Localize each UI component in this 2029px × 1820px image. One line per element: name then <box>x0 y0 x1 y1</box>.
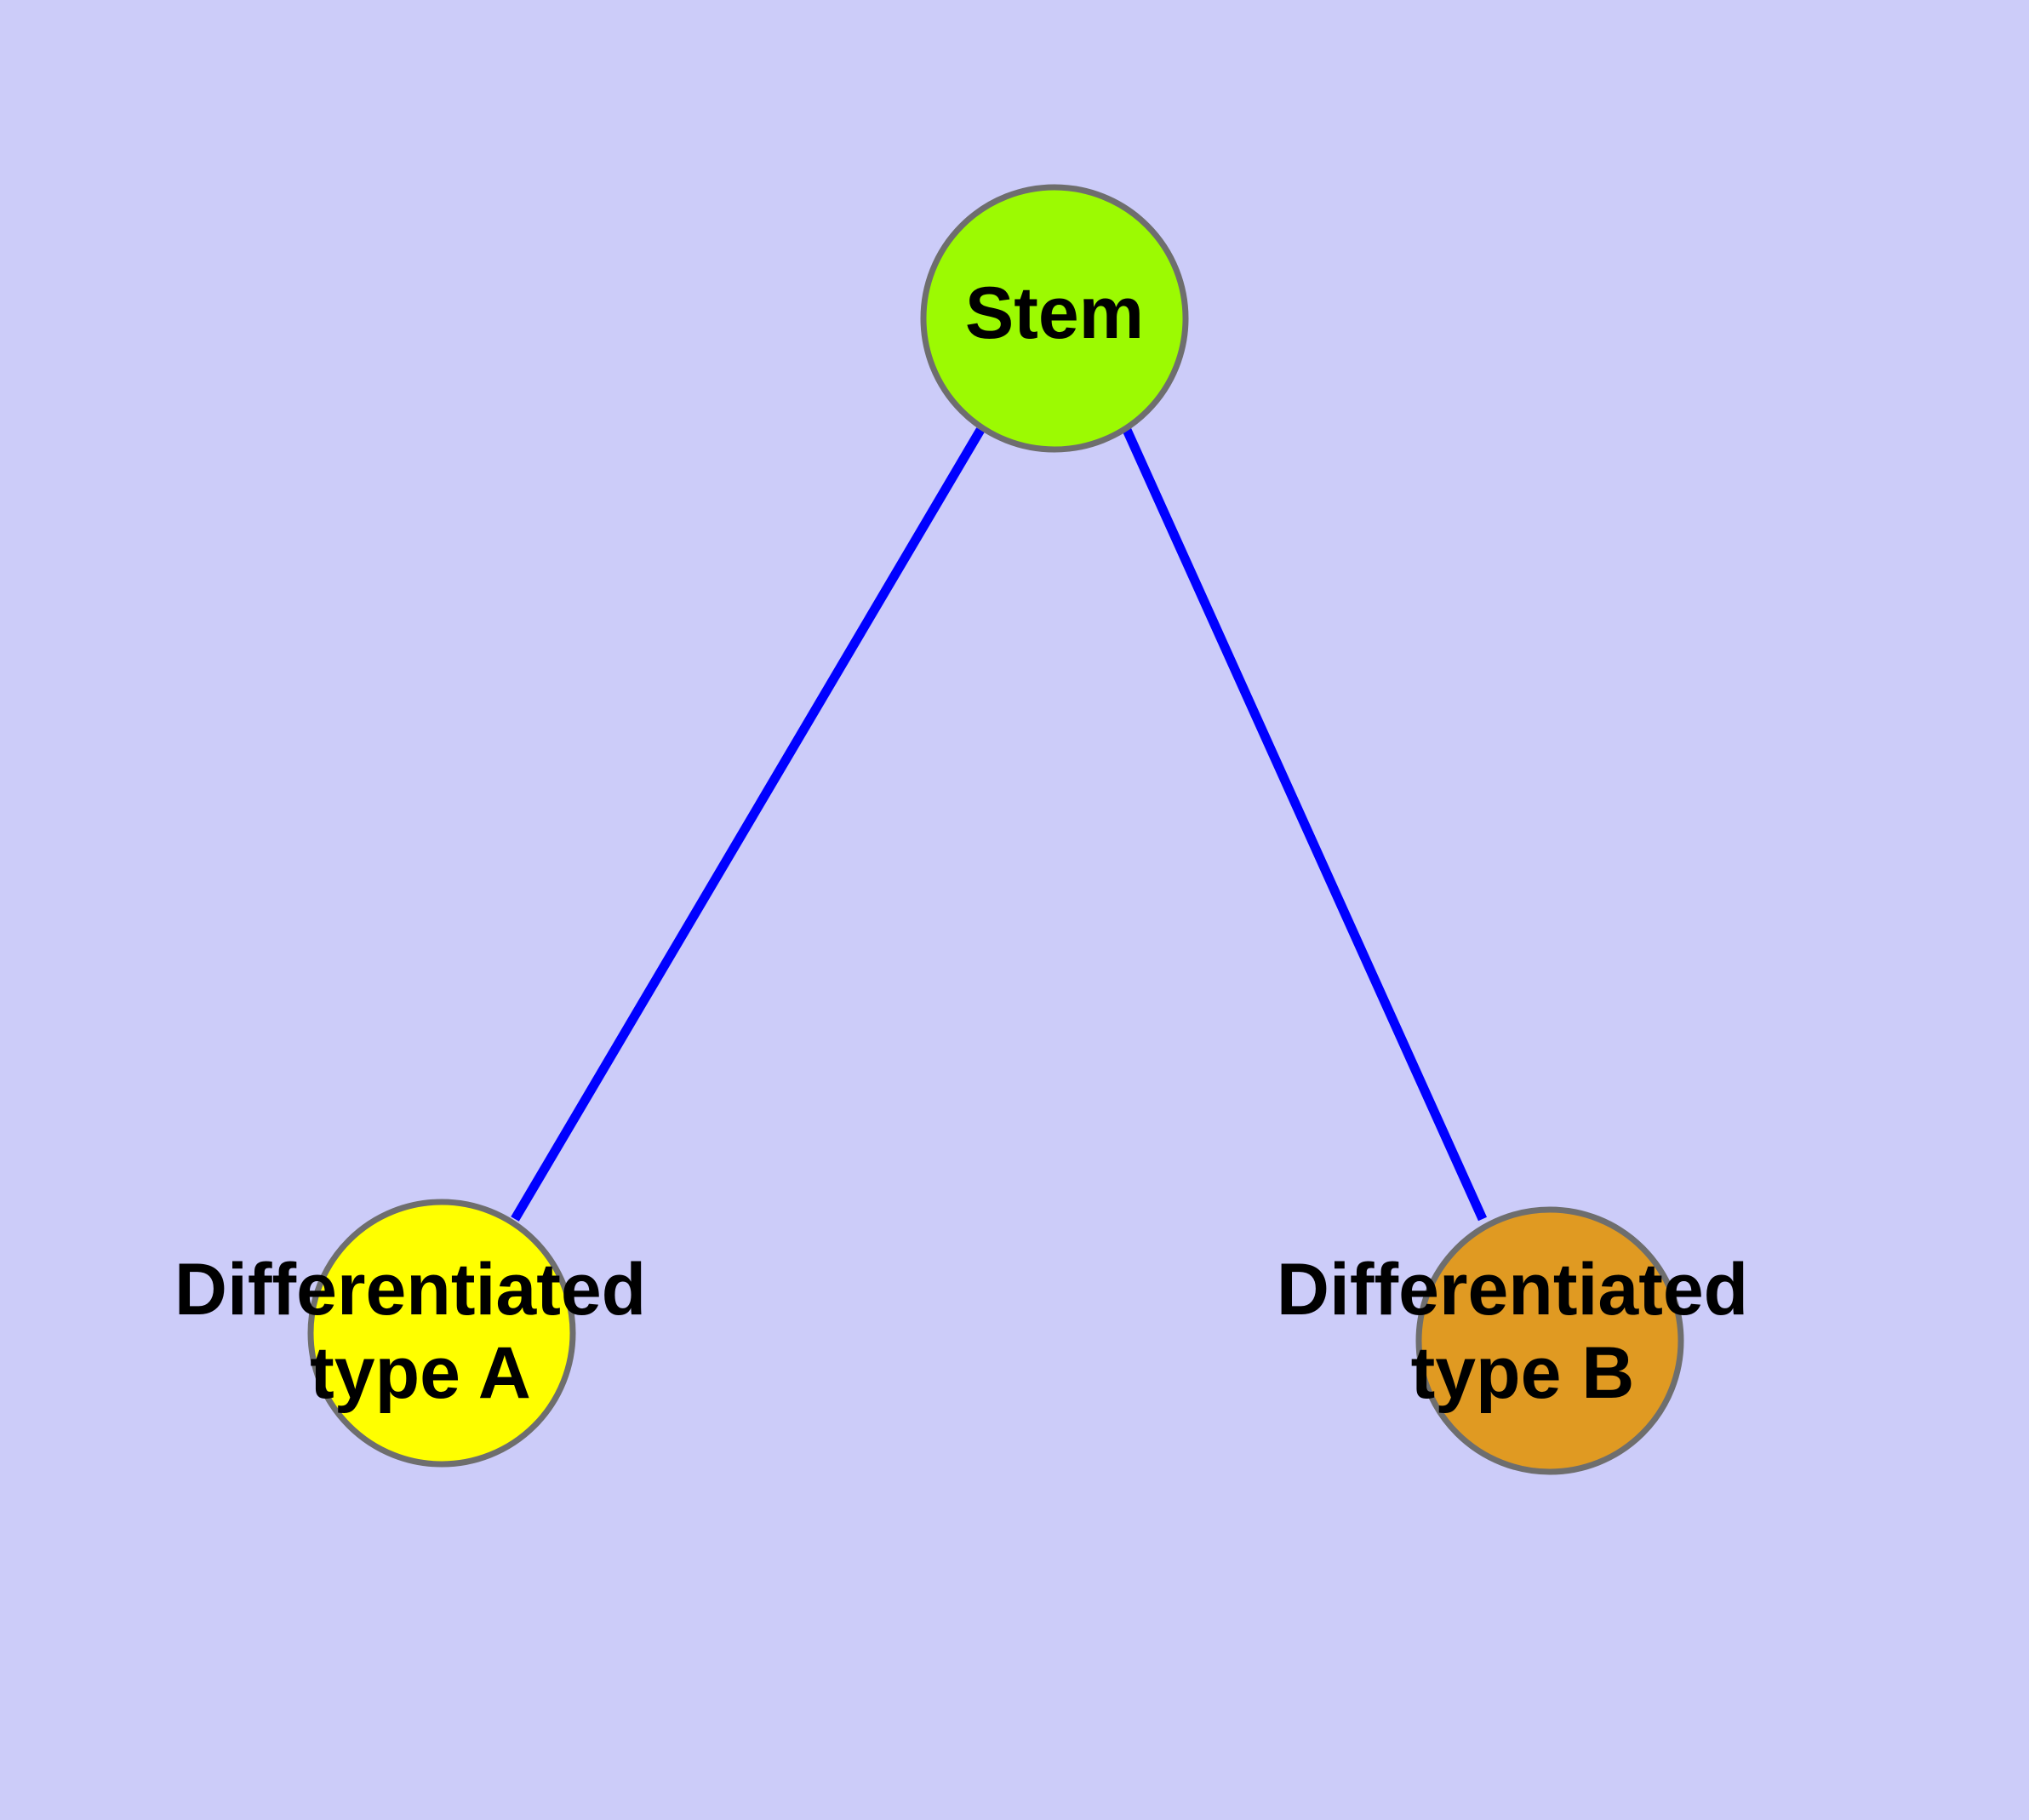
node-differentiated-type-b[interactable] <box>1415 1206 1684 1475</box>
edge-layer <box>511 427 1488 1222</box>
edge-stem-to-differentiated-type-b[interactable] <box>1122 427 1488 1222</box>
node-differentiated-type-b-label-line2: type B <box>1411 1332 1635 1414</box>
label-layer: Stem Differentiated type A Differentiate… <box>174 272 1769 1414</box>
node-differentiated-type-a-label: Differentiated type A <box>174 1249 666 1414</box>
node-differentiated-type-b-label: Differentiated type B <box>1277 1249 1769 1414</box>
node-stem-label: Stem <box>965 272 1144 354</box>
node-differentiated-type-a[interactable] <box>307 1199 576 1468</box>
node-stem-circle[interactable] <box>920 184 1189 453</box>
node-stem-label-line1: Stem <box>965 272 1144 354</box>
node-stem[interactable] <box>920 184 1189 453</box>
node-differentiated-type-b-label-line1: Differentiated <box>1277 1249 1748 1331</box>
node-differentiated-type-a-label-line2: type A <box>310 1332 531 1414</box>
node-differentiated-type-a-label-line1: Differentiated <box>174 1249 646 1331</box>
edge-stem-to-differentiated-type-a[interactable] <box>511 427 985 1222</box>
node-differentiated-type-a-circle[interactable] <box>307 1199 576 1468</box>
node-layer <box>307 184 1684 1475</box>
node-differentiated-type-b-circle[interactable] <box>1415 1206 1684 1475</box>
